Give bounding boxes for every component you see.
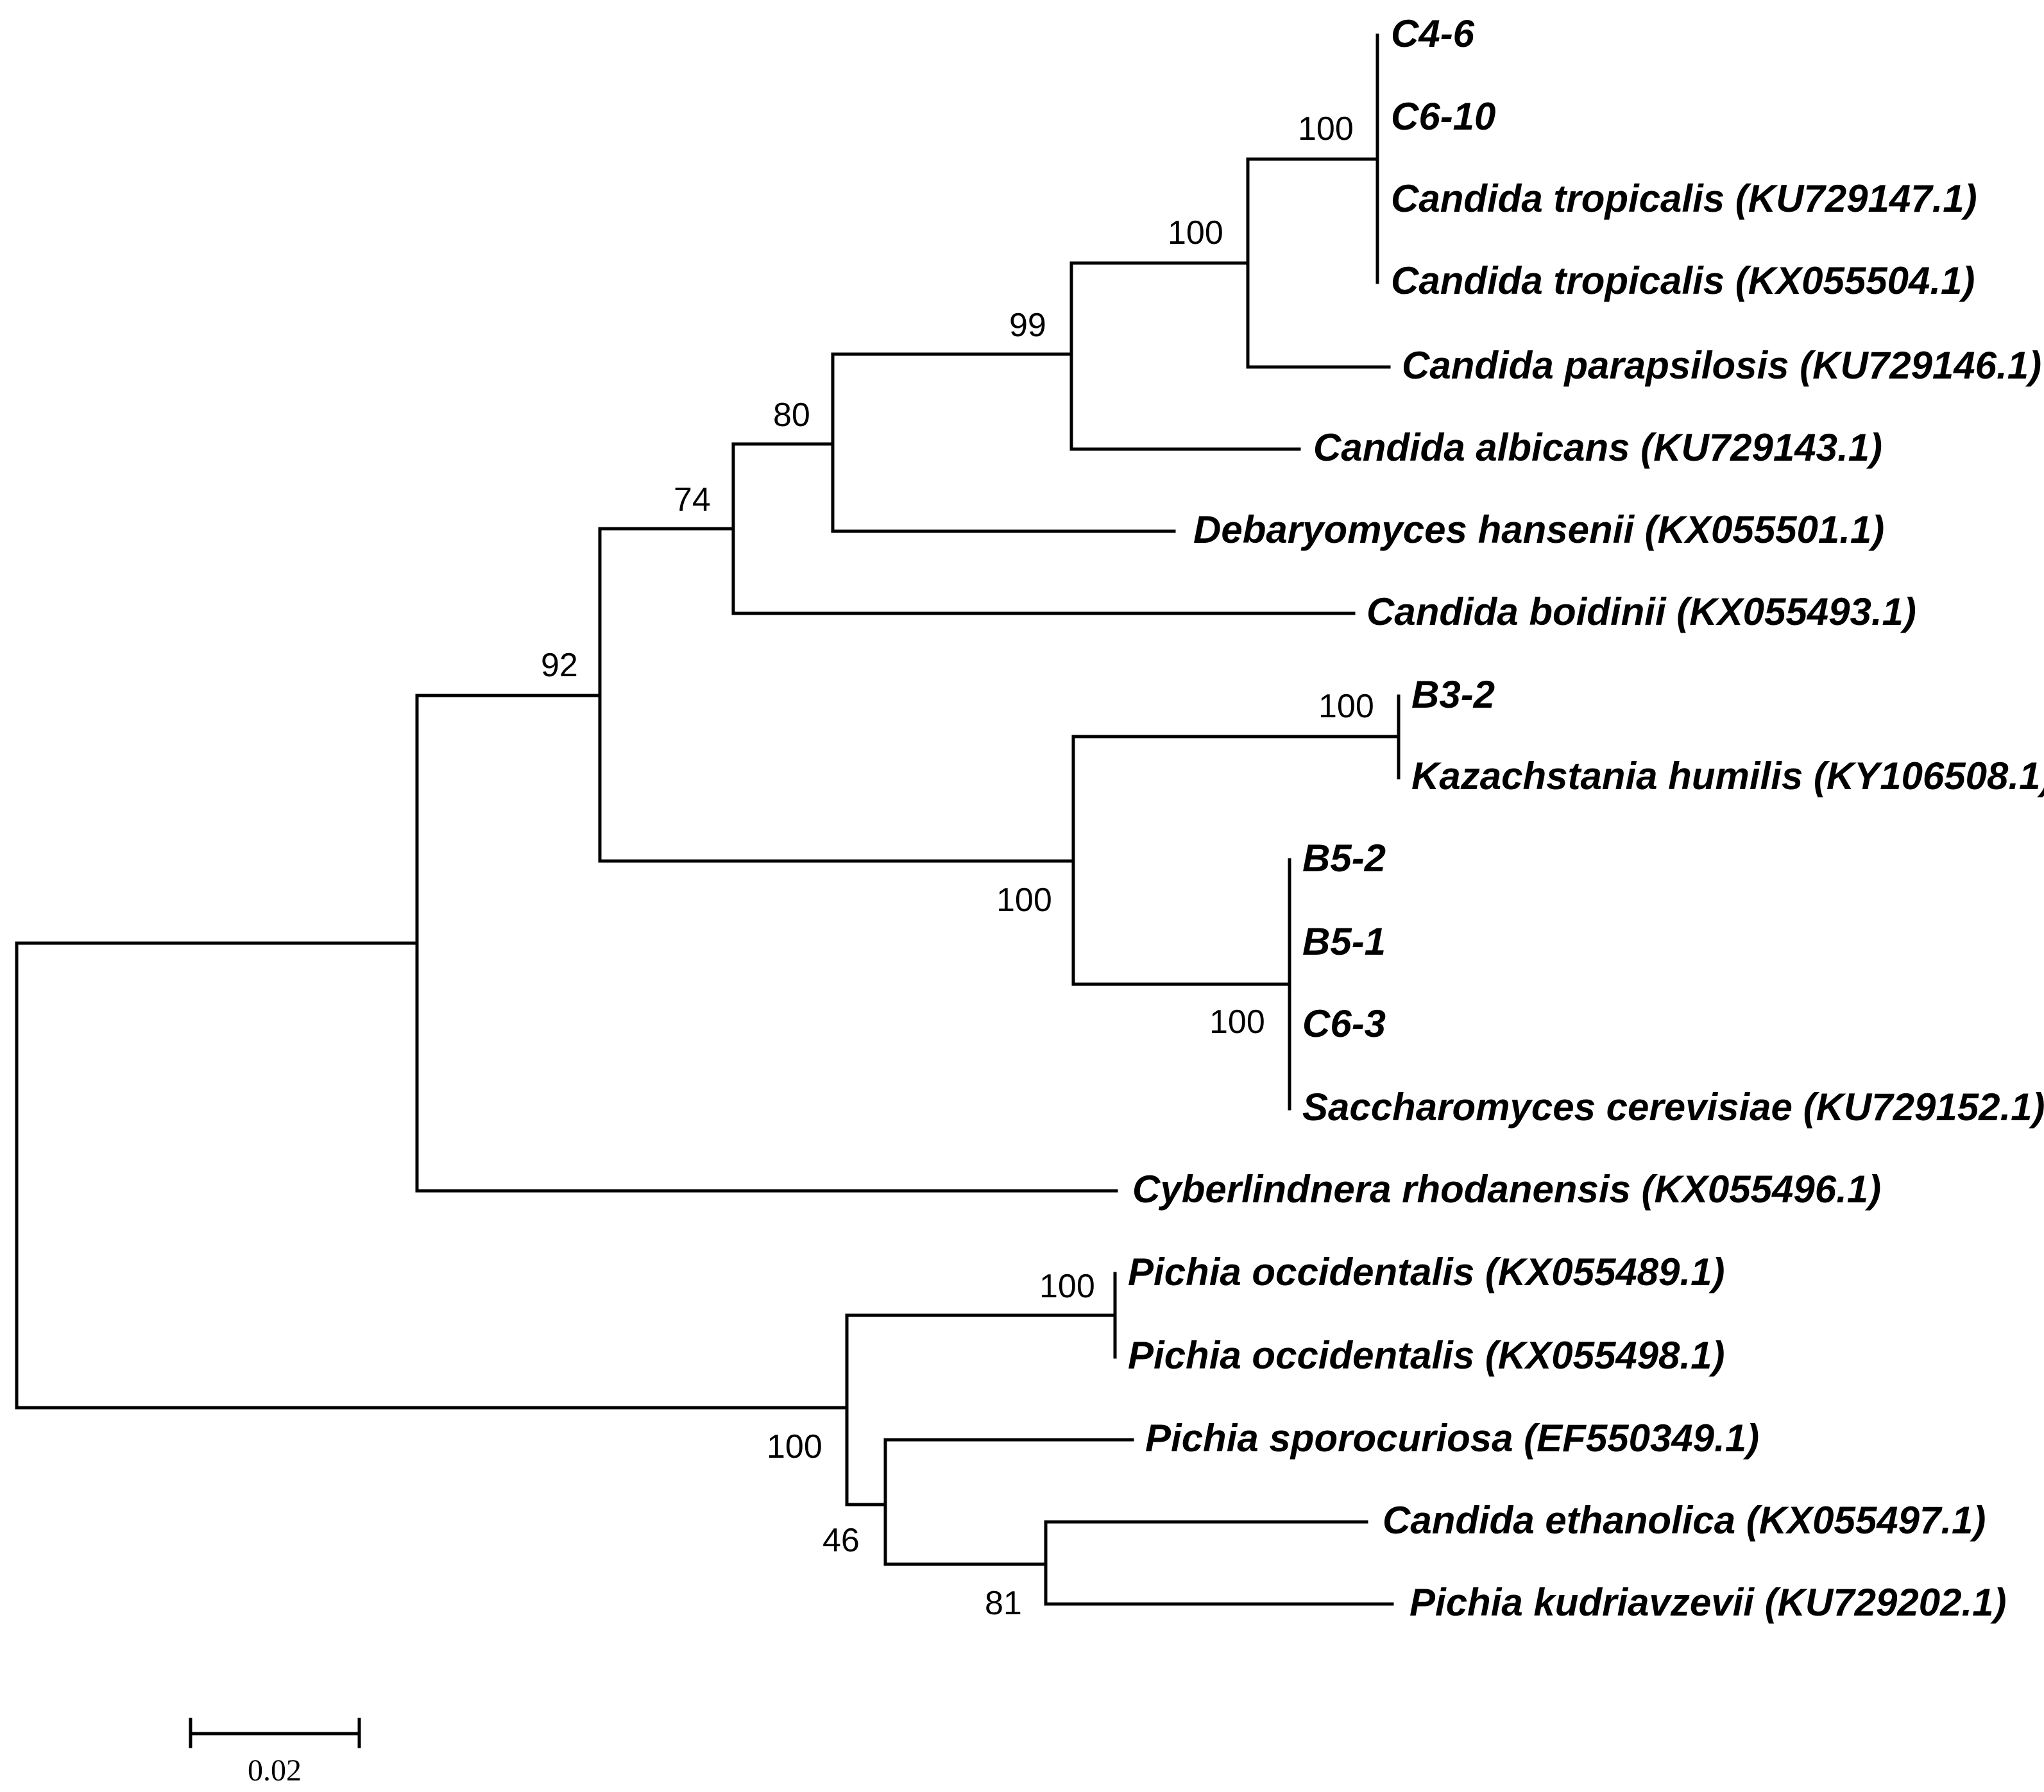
bootstrap-value: 100 [1168,214,1223,252]
leaf-labels: C4-6 C6-10 Candida tropicalis (KU729147.… [1128,12,2044,1624]
leaf-label: C4-6 [1391,12,1475,55]
scale-bar: 0.02 [189,1718,361,1788]
bootstrap-value: 74 [674,481,711,518]
bootstrap-value: 100 [1039,1268,1095,1305]
leaf-label: Pichia occidentalis (KX055489.1) [1128,1250,1725,1293]
bootstrap-value: 100 [1298,110,1354,148]
leaf-label: Cyberlindnera rhodanensis (KX055496.1) [1132,1168,1881,1211]
scale-bar-label: 0.02 [248,1754,302,1788]
leaf-label: Candida albicans (KU729143.1) [1313,426,1882,469]
bootstrap-value: 80 [773,397,810,434]
bootstrap-value: 46 [822,1522,860,1559]
bootstrap-values: 100 100 99 80 74 92 100 100 100 100 100 … [541,110,1374,1622]
tree-branches [15,33,1401,1606]
bootstrap-value: 100 [996,882,1052,919]
bootstrap-value: 100 [1209,1003,1265,1041]
bootstrap-value: 100 [1318,688,1374,725]
leaf-label: Kazachstania humilis (KY106508.1) [1411,755,2044,798]
bootstrap-value: 92 [541,647,578,684]
leaf-label: Candida boidinii (KX055493.1) [1367,590,1916,633]
bootstrap-value: 99 [1009,307,1046,344]
leaf-label: Candida tropicalis (KU729147.1) [1391,177,1977,220]
leaf-label: C6-10 [1391,95,1495,138]
leaf-label: Candida ethanolica (KX055497.1) [1383,1499,1986,1542]
leaf-label: Debaryomyces hansenii (KX055501.1) [1193,508,1884,551]
leaf-label: C6-3 [1302,1002,1386,1045]
leaf-label: Candida parapsilosis (KU729146.1) [1402,344,2041,387]
leaf-label: B3-2 [1411,673,1495,716]
leaf-label: B5-1 [1302,920,1386,963]
bootstrap-value: 81 [985,1585,1022,1622]
leaf-label: Pichia occidentalis (KX055498.1) [1128,1334,1725,1377]
leaf-label: Saccharomyces cerevisiae (KU729152.1) [1302,1086,2044,1129]
leaf-label: B5-2 [1302,837,1386,880]
bootstrap-value: 100 [767,1428,822,1465]
leaf-label: Pichia kudriavzevii (KU729202.1) [1410,1581,2006,1624]
leaf-label: Pichia sporocuriosa (EF550349.1) [1145,1417,1759,1460]
leaf-label: Candida tropicalis (KX055504.1) [1391,259,1975,302]
